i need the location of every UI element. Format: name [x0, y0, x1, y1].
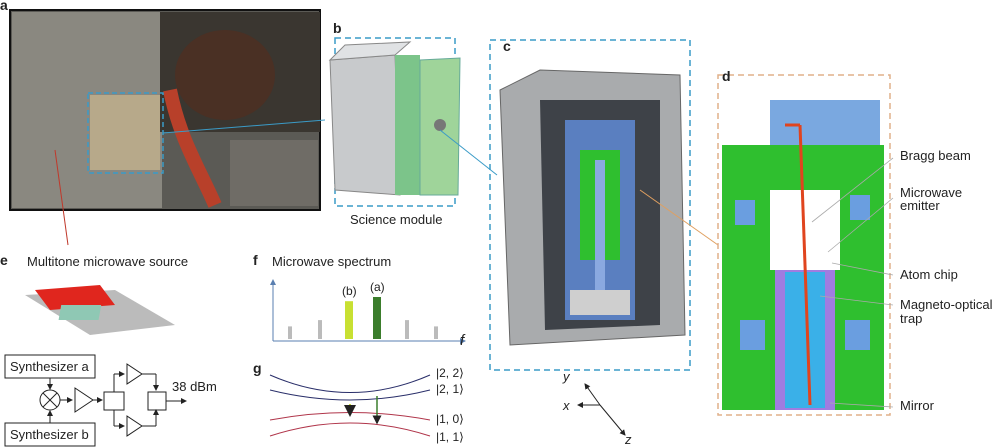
mot-label-2: trap: [900, 311, 923, 326]
mirror-label: Mirror: [900, 398, 934, 413]
microwave-source-board: [25, 285, 175, 335]
module-cutaway-illustration: [489, 39, 719, 371]
mot-label: Magneto-optical: [900, 297, 993, 312]
state-1-0-label: |1, 0⟩: [436, 412, 464, 426]
tone-a-label: (a): [370, 280, 385, 294]
panel-g-label: g: [253, 360, 262, 376]
spectrum-bar: [318, 320, 322, 339]
iss-photo: [9, 9, 326, 246]
spectrum-plot: [270, 279, 466, 344]
state-1-1-label: |1, 1⟩: [436, 430, 464, 444]
panel-c-label: c: [503, 38, 511, 54]
science-module-illustration: [328, 37, 498, 207]
science-module-caption: Science module: [350, 212, 443, 227]
panel-e-label: e: [0, 252, 8, 268]
panel-b-label: b: [333, 20, 342, 36]
bragg-beam-label: Bragg beam: [900, 148, 971, 163]
physics-package-illustration: [717, 74, 894, 416]
axis-z-label: z: [625, 432, 632, 447]
panel-f-label: f: [253, 252, 258, 268]
panel-d-label: d: [722, 68, 731, 84]
spectrum-bar: [345, 301, 353, 339]
panel-e-title: Multitone microwave source: [27, 254, 189, 269]
panel-a-label: a: [0, 0, 8, 13]
axis-y-label: y: [563, 369, 570, 384]
axis-x-label: x: [563, 398, 570, 413]
synthesizer-a-label: Synthesizer a: [10, 359, 89, 374]
microwave-emitter-label: Microwave: [900, 185, 963, 200]
block-diagram: [4, 354, 187, 447]
state-2-2-label: |2, 2⟩: [436, 366, 464, 380]
coordinate-axes: [577, 383, 626, 436]
microwave-emitter-label-2: emitter: [900, 198, 940, 213]
atom-chip-label: Atom chip: [900, 267, 958, 282]
spectrum-bar: [434, 326, 438, 339]
state-2-1-label: |2, 1⟩: [436, 382, 464, 396]
output-power-label: 38 dBm: [172, 379, 217, 394]
frequency-axis-label: f: [460, 332, 465, 349]
energy-levels: [269, 374, 431, 437]
synthesizer-b-label: Synthesizer b: [10, 427, 89, 442]
spectrum-bar: [405, 320, 409, 339]
spectrum-bar: [288, 326, 292, 339]
spectrum-bar: [373, 297, 381, 339]
tone-b-label: (b): [342, 284, 357, 298]
panel-f-title: Microwave spectrum: [272, 254, 392, 269]
